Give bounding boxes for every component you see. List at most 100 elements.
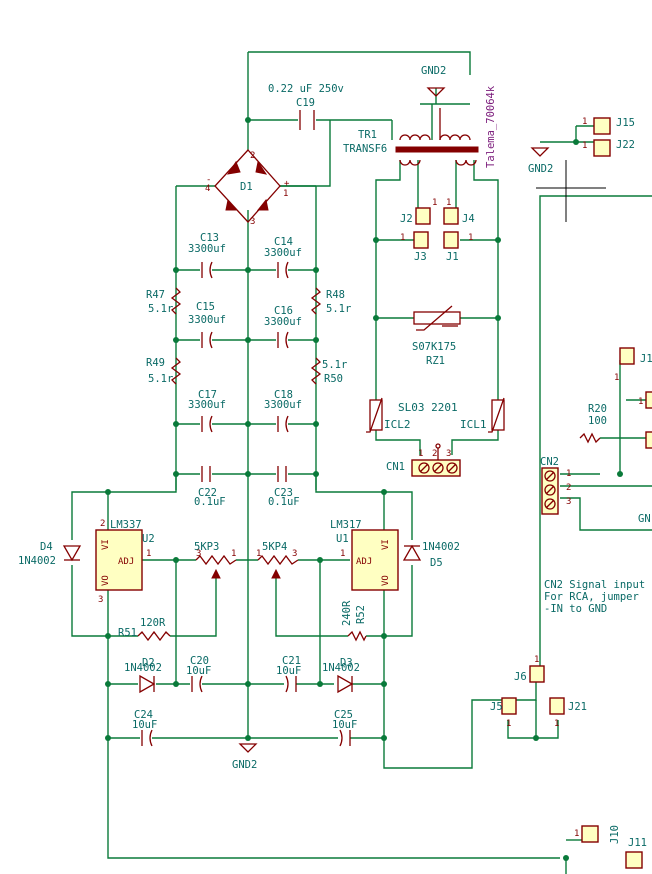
r20-ref: R20 bbox=[588, 403, 607, 415]
gnd-symbol-top bbox=[426, 87, 446, 97]
cn1-pin1: 1 bbox=[418, 449, 423, 459]
regulator-u1 bbox=[351, 529, 399, 591]
c15-value: 3300uf bbox=[188, 314, 226, 326]
u1-vo: VO bbox=[381, 575, 391, 586]
j3-pin: 1 bbox=[400, 233, 405, 243]
c25-ref: C25 bbox=[334, 709, 353, 721]
d3-ref: D3 bbox=[340, 657, 353, 669]
diode-d3 bbox=[337, 674, 354, 694]
resistor-r20 bbox=[579, 432, 601, 444]
cn2-pin2: 2 bbox=[566, 483, 571, 493]
r51-value: 120R bbox=[140, 617, 166, 629]
note-line-3: -IN to GND bbox=[544, 603, 607, 615]
5kp4-pin1: 1 bbox=[256, 549, 261, 559]
c18-ref: C18 bbox=[274, 389, 293, 401]
j22-pin: 1 bbox=[582, 141, 587, 151]
r48-value: 5.1r bbox=[326, 303, 351, 315]
resistor-r47 bbox=[170, 287, 182, 315]
diode-d4 bbox=[62, 545, 82, 562]
c25-value: 10uF bbox=[332, 719, 357, 731]
resistor-r50 bbox=[310, 357, 322, 385]
labels: 0.22 uF 250v C19 GND2 TR1 TRANSF6 Talema… bbox=[18, 65, 652, 849]
c20-ref: C20 bbox=[190, 655, 209, 667]
5kp3-pin3: 3 bbox=[196, 549, 201, 559]
j2-ref: J2 bbox=[400, 213, 413, 225]
transformer-tr1 bbox=[395, 108, 479, 166]
c24-ref: C24 bbox=[134, 709, 153, 721]
thermistor-icl2 bbox=[366, 397, 383, 433]
connector-cn1 bbox=[411, 443, 461, 477]
5kp3-pin1: 1 bbox=[231, 549, 236, 559]
capacitor-bank bbox=[201, 261, 289, 482]
u2-ref: U2 bbox=[142, 533, 155, 545]
5kp4-pin3: 3 bbox=[292, 549, 297, 559]
j6-pin: 1 bbox=[534, 655, 539, 665]
jumper-j22 bbox=[593, 139, 611, 157]
junction-dots bbox=[105, 117, 623, 861]
5kp4-ref: 5KP4 bbox=[262, 541, 287, 553]
jumper-j4 bbox=[443, 207, 459, 225]
j4-pin: 1 bbox=[446, 198, 451, 208]
j21-ref: J21 bbox=[568, 701, 587, 713]
c16-ref: C16 bbox=[274, 305, 293, 317]
j1r-pin2: 1 bbox=[638, 397, 643, 407]
r49-value: 5.1r bbox=[148, 373, 173, 385]
jumper-j11 bbox=[625, 851, 643, 869]
c24-value: 10uF bbox=[132, 719, 157, 731]
j6-ref: J6 bbox=[514, 671, 527, 683]
r50-ref: R50 bbox=[324, 373, 343, 385]
r47-value: 5.1r bbox=[148, 303, 173, 315]
j15-ref: J15 bbox=[616, 117, 635, 129]
d1-pin1: 1 bbox=[283, 189, 288, 199]
d2-ref: D2 bbox=[142, 657, 155, 669]
d5-ref: D5 bbox=[430, 557, 443, 569]
gnd-top-label: GND2 bbox=[421, 65, 446, 77]
c19-ref: C19 bbox=[296, 97, 315, 109]
c20-value: 10uF bbox=[186, 665, 211, 677]
potentiometer-5kp3 bbox=[195, 554, 237, 579]
capacitor-c20 bbox=[191, 675, 203, 693]
j1r-pin: 1 bbox=[614, 373, 619, 383]
r20-value: 100 bbox=[588, 415, 607, 427]
u2-pin3: 3 bbox=[98, 595, 103, 605]
cn1-pin3: 3 bbox=[446, 449, 451, 459]
rz1-ref: RZ1 bbox=[426, 355, 445, 367]
j4-ref: J4 bbox=[462, 213, 475, 225]
gnd-symbol-right bbox=[530, 147, 550, 157]
d4-value: 1N4002 bbox=[18, 555, 56, 567]
jumper-j5 bbox=[501, 697, 517, 715]
wires bbox=[71, 51, 652, 874]
cn2-pin3: 3 bbox=[566, 497, 571, 507]
j21-pin: 1 bbox=[554, 719, 559, 729]
u1-name: LM317 bbox=[330, 519, 362, 531]
cn2-pin1: 1 bbox=[566, 469, 571, 479]
c22-value: 0.1uF bbox=[194, 496, 226, 508]
r52-ref: R52 bbox=[355, 605, 367, 624]
jumper-j6 bbox=[529, 665, 545, 683]
u2-name: LM337 bbox=[110, 519, 142, 531]
cn2-ref: CN2 bbox=[540, 456, 559, 468]
tr1-footprint: Talema_70064k bbox=[485, 85, 497, 168]
r50-value: 5.1r bbox=[322, 359, 347, 371]
c16-value: 3300uf bbox=[264, 316, 302, 328]
c21-ref: C21 bbox=[282, 655, 301, 667]
u2-pin1: 2 bbox=[100, 519, 105, 529]
j1-ref: J1 bbox=[446, 251, 459, 263]
d1-pin2: 2 bbox=[250, 151, 255, 161]
c19-value: 0.22 uF 250v bbox=[268, 83, 344, 95]
cn1-pin2: 2 bbox=[432, 449, 437, 459]
gnd-symbol-mid bbox=[238, 743, 258, 753]
resistor-r48 bbox=[310, 287, 322, 315]
c15-ref: C15 bbox=[196, 301, 215, 313]
u1-ref: U1 bbox=[336, 533, 349, 545]
gnd-mid-label: GND2 bbox=[232, 759, 257, 771]
cn1-ref: CN1 bbox=[386, 461, 405, 473]
u2-adj: ADJ bbox=[118, 557, 134, 567]
r51-ref: R51 bbox=[118, 627, 137, 639]
jumper-j3 bbox=[413, 231, 429, 249]
j5-pin: 1 bbox=[506, 719, 511, 729]
capacitor-c19 bbox=[299, 110, 315, 130]
c13-value: 3300uf bbox=[188, 243, 226, 255]
cursor-crosshair bbox=[536, 160, 606, 222]
